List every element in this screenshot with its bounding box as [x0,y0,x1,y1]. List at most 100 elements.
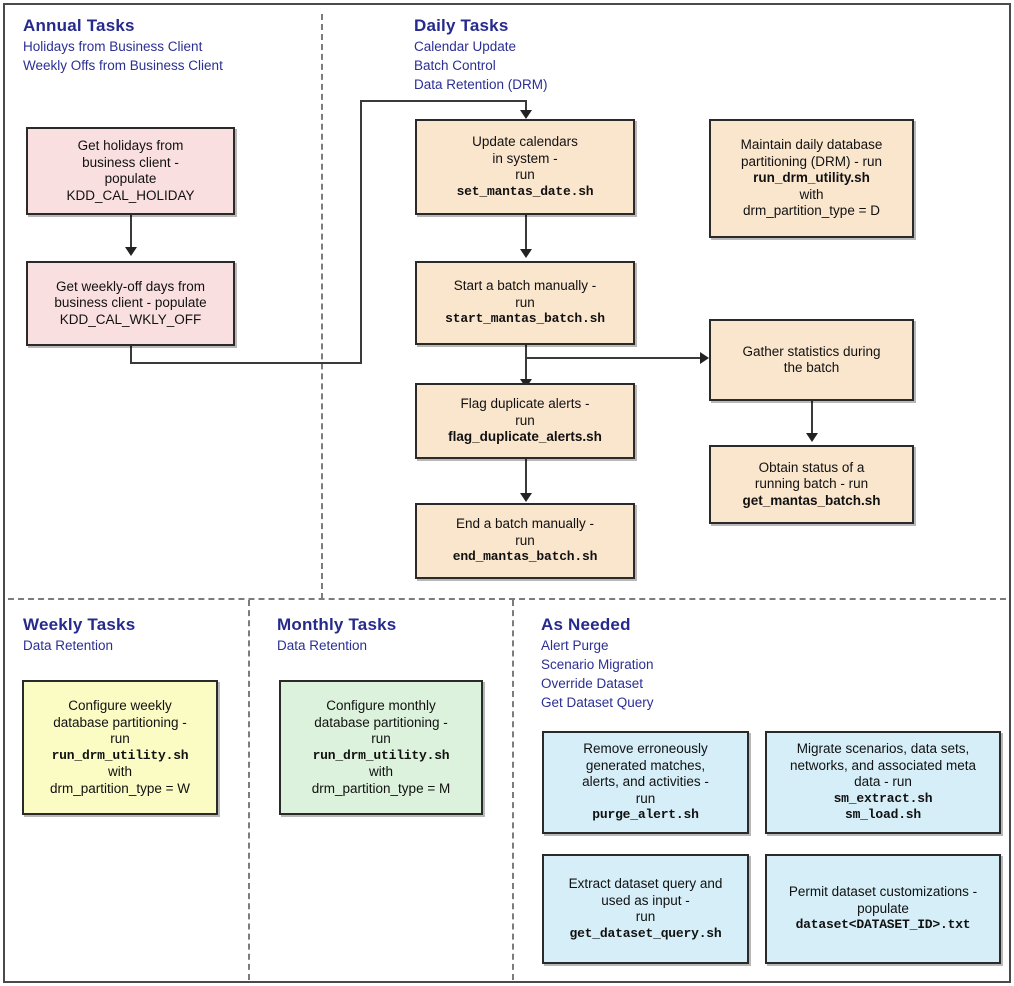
node-migrate-scenarios-line1: Migrate scenarios, data sets, [796,741,970,757]
connector-updatecal-to-startbatch [525,215,527,253]
node-update-calendars-line2: in system - [492,150,558,166]
node-get-dataset-query-line3: run [635,909,656,924]
node-get-dataset-query-line1: Extract dataset query and [568,876,723,891]
node-get-dataset-query-line2: used as input - [601,892,690,908]
divider-weekly-monthly [248,600,250,980]
node-migrate-scenarios[interactable]: Migrate scenarios, data sets, networks, … [765,731,1001,834]
node-configure-monthly-drm-line6: drm_partition_type = M [311,780,451,796]
node-purge-alert-line3: alerts, and activities - [582,774,709,790]
section-subtitle-daily-1: Calendar Update [414,39,517,54]
node-get-holidays-line2: business client - [82,154,179,170]
section-subtitle-asneeded-4: Get Dataset Query [541,695,654,710]
node-gather-statistics-line1: Gather statistics during [742,343,881,359]
node-end-batch-script: end_mantas_batch.sh [452,549,598,565]
node-obtain-batch-status-script: get_mantas_batch.sh [742,492,881,508]
section-subtitle-daily-3: Data Retention (DRM) [414,77,548,92]
connector-weeklyoff-right [130,362,362,364]
connector-gatherstats-to-obtainstatus [811,401,813,437]
node-start-batch[interactable]: Start a batch manually - run start_manta… [415,261,635,345]
node-obtain-batch-status-line2: running batch - run [754,476,869,492]
node-configure-weekly-drm-line1: Configure weekly [68,698,172,713]
section-title-monthly: Monthly Tasks [277,615,397,634]
diagram-frame [3,3,1011,983]
node-maintain-daily-drm-line5: drm_partition_type = D [743,203,880,219]
section-subtitle-daily-2: Batch Control [414,58,496,73]
node-gather-statistics-line2: the batch [783,360,840,375]
section-subtitle-monthly-1: Data Retention [277,638,368,653]
node-configure-monthly-drm[interactable]: Configure monthly database partitioning … [279,680,483,815]
node-purge-alert-script: purge_alert.sh [592,807,699,823]
section-subtitle-asneeded-2: Scenario Migration [541,657,654,672]
node-configure-weekly-drm[interactable]: Configure weekly database partitioning -… [22,680,218,815]
connector-flagdup-to-endbatch [525,459,527,497]
node-migrate-scenarios-line2: networks, and associated meta [789,757,977,773]
node-get-weekly-off[interactable]: Get weekly-off days from business client… [26,261,235,346]
connector-startbatch-to-flagdup [525,345,527,383]
node-permit-dataset-file: dataset<DATASET_ID>.txt [795,917,971,933]
node-configure-weekly-drm-line2: database partitioning - [53,714,187,730]
node-maintain-daily-drm[interactable]: Maintain daily database partitioning (DR… [709,119,914,238]
connector-weeklyoff-down [130,346,132,364]
divider-horizontal-main [8,598,1006,600]
node-flag-duplicate-alerts-line2: run [515,412,535,428]
node-start-batch-line1: Start a batch manually - [453,278,597,294]
node-get-weekly-off-line1: Get weekly-off days from [55,278,206,294]
section-title-weekly: Weekly Tasks [23,615,136,634]
divider-monthly-asneeded [512,600,514,980]
node-configure-monthly-drm-line2: database partitioning - [314,714,448,730]
node-end-batch-line1: End a batch manually - [455,516,595,532]
node-gather-statistics[interactable]: Gather statistics during the batch [709,319,914,401]
node-configure-weekly-drm-line5: with [107,764,132,779]
node-maintain-daily-drm-line1: Maintain daily database [740,137,883,153]
node-get-dataset-query[interactable]: Extract dataset query and used as input … [542,854,749,964]
node-update-calendars-line3: run [515,167,535,182]
node-permit-dataset-customizations[interactable]: Permit dataset customizations - populate… [765,854,1001,964]
node-get-holidays[interactable]: Get holidays from business client - popu… [26,127,235,215]
node-start-batch-script: start_mantas_batch.sh [445,311,605,327]
section-subtitle-weekly-1: Data Retention [23,638,114,653]
node-configure-monthly-drm-line3: run [371,731,391,746]
node-get-dataset-query-script: get_dataset_query.sh [569,925,722,941]
node-permit-dataset-line1: Permit dataset customizations - [788,884,978,900]
node-obtain-batch-status-line1: Obtain status of a [758,459,865,475]
arrow-startbatch-to-gatherstats [700,352,709,364]
connector-top-to-updatecal [360,100,527,102]
arrow-flagdup-to-endbatch [520,493,532,502]
connector-into-updatecal [525,100,527,114]
section-subtitle-asneeded-3: Override Dataset [541,676,644,691]
node-maintain-daily-drm-line4: with [799,186,824,202]
node-get-holidays-line1: Get holidays from [77,138,184,153]
node-get-holidays-line3: populate [104,171,157,186]
node-maintain-daily-drm-line2: partitioning (DRM) - run [740,153,883,169]
node-flag-duplicate-alerts-script: flag_duplicate_alerts.sh [448,429,602,445]
node-get-holidays-line4: KDD_CAL_HOLIDAY [66,187,195,203]
section-title-annual: Annual Tasks [23,16,135,35]
node-configure-monthly-drm-line5: with [368,764,393,779]
node-migrate-scenarios-script-2: sm_load.sh [844,807,921,823]
section-subtitle-annual-1: Holidays from Business Client [23,39,203,54]
node-update-calendars-script: set_mantas_date.sh [456,183,594,199]
node-migrate-scenarios-script-1: sm_extract.sh [833,790,933,806]
node-start-batch-line2: run [515,294,535,310]
node-configure-monthly-drm-script: run_drm_utility.sh [312,747,450,763]
node-purge-alert-line4: run [635,790,656,806]
node-maintain-daily-drm-script: run_drm_utility.sh [753,170,870,186]
section-title-daily: Daily Tasks [414,16,509,35]
node-purge-alert-line2: generated matches, [585,757,706,773]
node-end-batch[interactable]: End a batch manually - run end_mantas_ba… [415,503,635,579]
node-flag-duplicate-alerts[interactable]: Flag duplicate alerts - run flag_duplica… [415,383,635,459]
section-title-asneeded: As Needed [541,615,631,634]
node-update-calendars[interactable]: Update calendars in system - run set_man… [415,119,635,215]
node-configure-weekly-drm-script: run_drm_utility.sh [51,747,189,763]
node-purge-alert[interactable]: Remove erroneously generated matches, al… [542,731,749,834]
connector-startbatch-to-gatherstats [525,357,705,359]
node-end-batch-line2: run [515,532,535,548]
arrow-updatecal-to-startbatch [520,249,532,258]
node-migrate-scenarios-line3: data - run [854,774,912,790]
node-get-weekly-off-line2: business client - populate [54,295,207,311]
arrow-gatherstats-to-obtainstatus [806,433,818,442]
section-subtitle-asneeded-1: Alert Purge [541,638,609,653]
node-configure-weekly-drm-line3: run [110,731,130,746]
node-obtain-batch-status[interactable]: Obtain status of a running batch - run g… [709,445,914,524]
